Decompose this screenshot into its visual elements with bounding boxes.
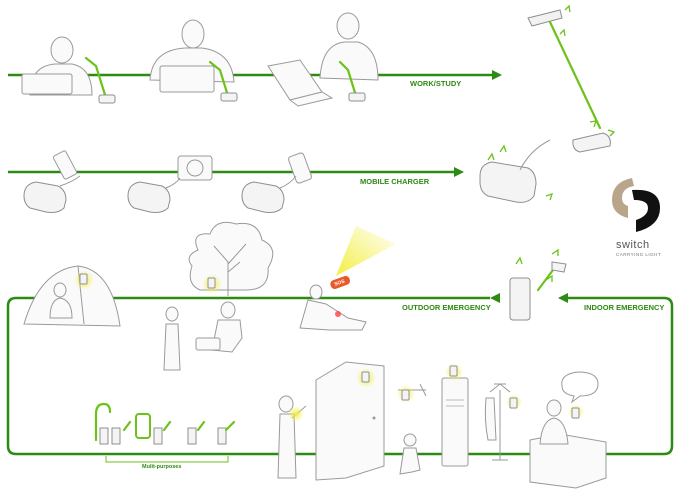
outdoor-emergency-arrowhead	[490, 293, 500, 303]
wall-lamp	[397, 383, 427, 403]
charger-device-closeup	[479, 139, 554, 203]
outdoor-emergency-flow-line	[6, 296, 630, 456]
indoor-scenes	[277, 361, 607, 489]
sitting-figure	[195, 301, 243, 353]
outdoor-emergency-label: OUTDOOR EMERGENCY	[402, 303, 491, 312]
brand-name: switch	[616, 239, 650, 251]
indoor-emergency-flow-line	[568, 296, 674, 456]
indoor-emergency-label: INDOOR EMERGENCY	[584, 303, 664, 312]
indoor-lantern-device	[509, 248, 567, 321]
running-child	[399, 433, 421, 475]
person-writing-figure	[21, 36, 93, 96]
brand-tagline: CARRYING LIGHT	[616, 252, 661, 257]
person-holding-light	[277, 395, 307, 479]
logo-tan-mark	[612, 178, 634, 218]
work-study-arrowhead	[492, 70, 502, 80]
multi-purposes-label: Mulit-purposes	[142, 464, 181, 470]
tree-with-lamp	[188, 221, 274, 296]
person-reading-figure	[149, 19, 235, 93]
tower-unit	[441, 363, 469, 467]
logo-dark-mark	[632, 189, 660, 232]
door-with-lamp	[315, 361, 385, 481]
desk-lamp-3	[338, 60, 366, 102]
mobile-charger-arrowhead	[454, 167, 464, 177]
work-study-label: WORK/STUDY	[410, 79, 461, 88]
music-player-charging	[241, 152, 312, 213]
desk-lamp-1	[84, 56, 116, 104]
sos-light-beam	[336, 226, 396, 276]
multi-purpose-devices: Mulit-purposes	[94, 402, 236, 470]
sos-text: SOS	[334, 278, 347, 287]
mobile-charger-label: MOBILE CHARGER	[360, 177, 430, 186]
laptop	[267, 59, 334, 107]
bed-scene	[529, 371, 607, 489]
mobile-charger-row: MOBILE CHARGER	[8, 139, 554, 213]
injured-person-sos: SOS	[299, 226, 396, 331]
camera-charging	[127, 155, 213, 213]
person-on-phone-figure	[319, 12, 379, 81]
extended-lamp-device	[527, 4, 616, 153]
phone-charging	[23, 150, 81, 213]
switch-logo: switch CARRYING LIGHT	[612, 178, 661, 257]
indoor-emergency-arrowhead	[558, 293, 568, 303]
tent-with-camper	[23, 265, 121, 327]
speech-bubble	[561, 371, 599, 404]
sos-device	[330, 275, 350, 289]
emergency-loop: OUTDOOR EMERGENCY INDOOR EMERGENCY	[6, 221, 674, 456]
desk-lamp-2	[208, 60, 238, 102]
coat-rack	[484, 383, 522, 461]
work-study-row: WORK/STUDY	[8, 12, 502, 107]
multi-purposes-bracket	[105, 456, 229, 463]
standing-figure	[163, 306, 181, 371]
